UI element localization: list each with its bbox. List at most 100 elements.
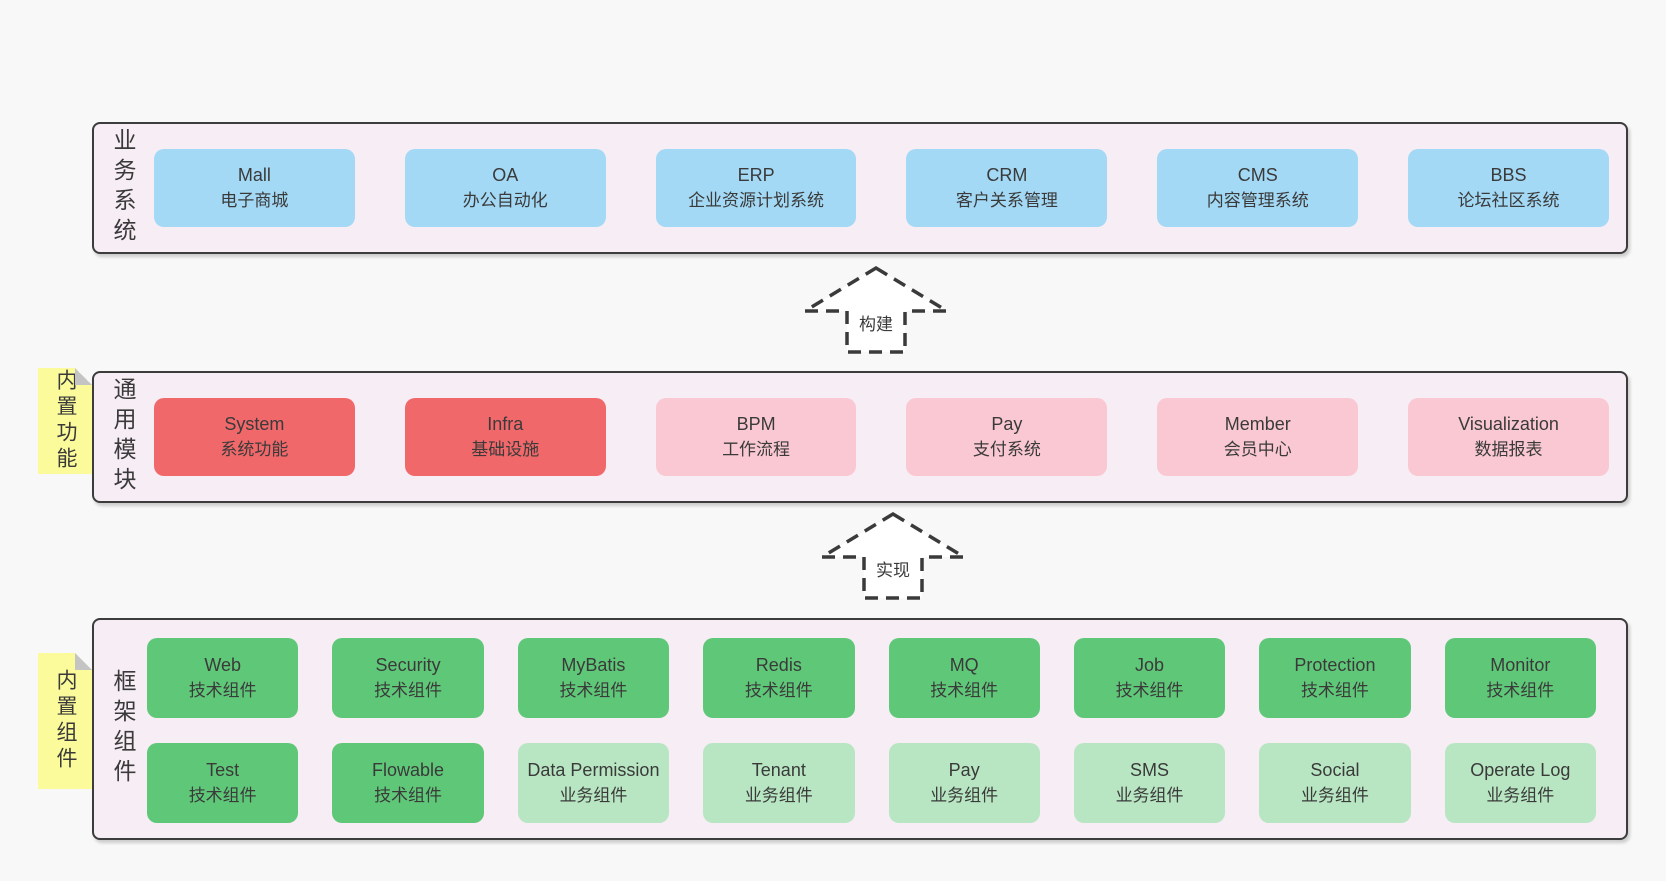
module-box-bpm: BPM 工作流程 [655,398,857,476]
module-desc: 技术组件 [1115,681,1184,700]
module-box-erp: ERP 企业资源计划系统 [655,149,857,227]
sticky-note-built-in-components: 内置组件 [38,653,92,789]
module-desc: 工作流程 [722,440,791,459]
module-name: Member [1224,414,1291,434]
module-name: BBS [1490,165,1527,185]
module-box-oa: OA 办公自动化 [404,149,606,227]
module-box-web: Web 技术组件 [147,638,299,718]
module-name: Web [204,655,242,675]
module-name: Visualization [1458,414,1559,434]
module-box-operate-log: Operate Log 业务组件 [1444,743,1596,823]
module-box-visualization: Visualization 数据报表 [1408,398,1609,476]
sticky-note-built-in-features-label: 内置功能 [54,369,77,473]
module-desc: 技术组件 [374,681,443,700]
module-desc: 数据报表 [1474,440,1543,459]
module-desc: 业务组件 [1300,786,1369,805]
module-desc: 技术组件 [188,786,257,805]
module-name: Pay [991,414,1023,434]
arrow-build: 构建 [798,264,954,356]
module-box-data-permission: Data Permission 业务组件 [517,743,670,823]
module-name: Pay [948,760,980,780]
module-desc: 业务组件 [930,786,999,805]
module-box-redis: Redis 技术组件 [703,638,855,718]
module-desc: 电子商城 [220,191,289,210]
module-name: Data Permission [527,760,660,780]
module-desc: 业务组件 [559,786,628,805]
module-name: Flowable [372,760,445,780]
module-name: SMS [1130,760,1170,780]
arrow-implement-label: 实现 [876,561,910,580]
module-desc: 技术组件 [188,681,257,700]
module-box-job: Job 技术组件 [1073,638,1226,718]
module-desc: 业务组件 [1486,786,1555,805]
module-name: ERP [737,165,775,185]
arrow-implement: 实现 [815,510,971,602]
module-name: CRM [986,165,1028,185]
module-box-pay: Pay 业务组件 [888,743,1040,823]
module-desc: 基础设施 [471,440,540,459]
module-name: Test [206,760,240,780]
arrow-build-label: 构建 [859,315,893,334]
module-box-mq: MQ 技术组件 [888,638,1040,718]
module-name: BPM [736,414,776,434]
module-desc: 企业资源计划系统 [688,191,825,210]
module-box-member: Member 会员中心 [1157,398,1359,476]
module-box-infra: Infra 基础设施 [404,398,606,476]
module-desc: 内容管理系统 [1206,191,1309,210]
sticky-note-built-in-features: 内置功能 [38,368,92,474]
module-name: Security [375,655,441,675]
arrow-up-dashed-shape [798,265,954,354]
module-desc: 办公自动化 [462,191,548,210]
module-box-social: Social 业务组件 [1259,743,1411,823]
module-name: Mall [237,165,271,185]
module-desc: 技术组件 [374,786,443,805]
module-name: Infra [487,414,524,434]
module-name: Redis [755,655,802,675]
module-desc: 系统功能 [220,440,289,459]
module-name: System [224,414,285,434]
module-box-security: Security 技术组件 [332,638,484,718]
module-desc: 会员中心 [1223,440,1292,459]
module-name: MQ [949,655,979,675]
module-name: OA [492,165,519,185]
module-desc: 论坛社区系统 [1457,191,1560,210]
module-box-test: Test 技术组件 [147,743,299,823]
module-name: Social [1310,760,1360,780]
module-box-monitor: Monitor 技术组件 [1444,638,1596,718]
arrow-up-dashed-shape [815,511,971,600]
module-desc: 技术组件 [744,681,813,700]
module-name: Monitor [1490,655,1551,675]
module-box-system: System 系统功能 [154,398,355,476]
module-box-flowable: Flowable 技术组件 [332,743,484,823]
sticky-note-built-in-components-label: 内置组件 [54,669,77,773]
module-desc: 技术组件 [1300,681,1369,700]
module-box-bbs: BBS 论坛社区系统 [1408,149,1609,227]
module-name: MyBatis [561,655,626,675]
module-box-mall: Mall 电子商城 [154,149,355,227]
module-desc: 技术组件 [1486,681,1555,700]
module-desc: 技术组件 [930,681,999,700]
framework-components-row-2: Test 技术组件 Flowable 技术组件 Data Permission 业务组件 T… [147,743,1596,823]
band-business-systems-label: 业务系统 [110,128,136,248]
module-desc: 技术组件 [559,681,628,700]
module-name: Job [1135,655,1165,675]
sticky-fold-corner [75,653,92,670]
module-box-mybatis: MyBatis 技术组件 [517,638,670,718]
module-name: Tenant [751,760,806,780]
module-name: Operate Log [1470,760,1571,780]
band-common-modules-label: 通用模块 [110,377,136,497]
sticky-fold-corner [75,368,92,385]
